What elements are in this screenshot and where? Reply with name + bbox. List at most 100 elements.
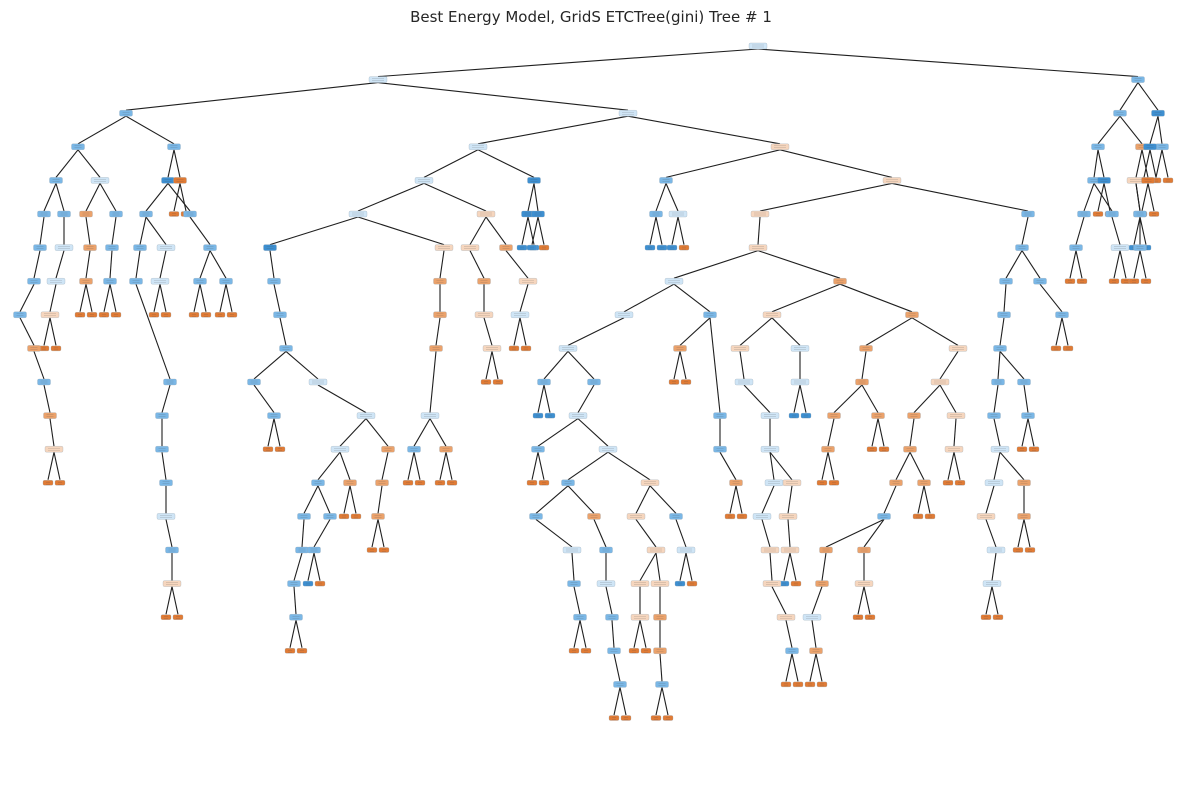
- tree-node: [561, 479, 575, 486]
- tree-node: [1151, 110, 1165, 117]
- tree-edge: [413, 418, 431, 447]
- tree-edge: [1161, 149, 1169, 178]
- tree-edge: [771, 283, 841, 313]
- tree-leaf: [516, 244, 528, 251]
- tree-leaf: [640, 648, 652, 654]
- tree-node: [129, 278, 143, 285]
- tree-node: [531, 446, 545, 453]
- tree-node: [857, 546, 871, 554]
- tree-edge: [613, 687, 621, 716]
- tree-node: [752, 513, 772, 520]
- tree-edge: [413, 452, 421, 480]
- tree-leaf: [302, 580, 314, 587]
- tree-node: [263, 244, 277, 251]
- tree-edge: [273, 418, 281, 447]
- tree-edge: [55, 250, 65, 279]
- tree-edge: [537, 418, 579, 447]
- tree-edge: [1069, 250, 1077, 279]
- tree-edge: [909, 418, 915, 447]
- tree-edge: [47, 452, 55, 480]
- tree-edge: [535, 485, 569, 514]
- tree-node: [529, 513, 543, 520]
- tree-edge: [811, 586, 823, 615]
- tree-leaves: [38, 177, 1174, 721]
- tree-node: [778, 513, 798, 520]
- tree-node: [790, 378, 810, 386]
- tree-node: [669, 513, 683, 520]
- tree-leaf: [284, 648, 296, 654]
- tree-edge: [293, 586, 297, 615]
- tree-edge: [785, 620, 793, 648]
- tree-node: [308, 378, 328, 386]
- tree-leaf: [544, 412, 556, 419]
- tree-edge: [913, 384, 941, 413]
- tree-edge: [709, 317, 721, 413]
- tree-node: [748, 244, 768, 251]
- tree-edge: [253, 350, 287, 380]
- tree-edge: [77, 149, 101, 178]
- tree-leaf: [74, 312, 86, 318]
- tree-node: [1021, 210, 1035, 218]
- tree-edge: [1111, 216, 1121, 245]
- tree-edge: [655, 183, 667, 212]
- tree-node: [420, 412, 440, 419]
- tree-node: [770, 143, 790, 150]
- tree-leaf: [538, 480, 550, 486]
- tree-edge: [939, 384, 957, 413]
- tree-node: [780, 546, 800, 554]
- tree-edge: [43, 317, 51, 346]
- tree-edge: [911, 317, 959, 346]
- tree-node: [37, 210, 51, 218]
- tree-node: [655, 681, 669, 688]
- tree-edge: [543, 384, 551, 413]
- tree-node: [356, 412, 376, 419]
- tree-edge: [193, 284, 201, 312]
- tree-edge: [639, 620, 647, 648]
- tree-node: [982, 580, 1002, 587]
- tree-node: [537, 378, 551, 386]
- tree-node: [1131, 76, 1145, 83]
- tree-node: [854, 580, 874, 587]
- tree-edge: [1113, 250, 1121, 279]
- tree-edge: [253, 384, 275, 413]
- tree-edge: [891, 182, 1029, 212]
- tree-node: [903, 446, 917, 453]
- tree-edge: [605, 586, 613, 615]
- tree-edge: [1005, 250, 1023, 279]
- tree-node: [1055, 311, 1069, 318]
- tree-node: [1105, 210, 1119, 218]
- tree-edge: [377, 48, 759, 78]
- tree-edge: [993, 384, 999, 413]
- tree-edge: [173, 149, 181, 178]
- tree-leaf: [1140, 278, 1152, 284]
- tree-edge: [611, 620, 615, 648]
- tree-edge: [1137, 82, 1159, 111]
- tree-node: [1033, 278, 1047, 285]
- tree-edge: [627, 115, 781, 145]
- tree-edge: [317, 485, 331, 514]
- tree-edge: [533, 183, 539, 212]
- tree-edge: [485, 351, 493, 380]
- tree-edge: [477, 115, 629, 145]
- tree-node: [267, 278, 281, 285]
- tree-edge: [209, 250, 227, 279]
- tree-edge: [317, 451, 341, 481]
- tree-edge: [573, 620, 581, 648]
- tree-edge: [1133, 216, 1141, 245]
- tree-edge: [1141, 149, 1149, 178]
- tree-leaf: [980, 614, 992, 620]
- tree-edge: [1141, 183, 1149, 212]
- tree-edge: [787, 519, 791, 548]
- tree-node: [133, 244, 147, 251]
- tree-edge: [189, 216, 211, 245]
- tree-edge: [649, 216, 657, 245]
- tree-edge: [371, 519, 379, 548]
- tree-leaf: [1092, 211, 1104, 217]
- tree-edge: [407, 452, 415, 480]
- tree-node: [907, 412, 921, 419]
- tree-node: [750, 210, 770, 218]
- tree-edge: [953, 452, 961, 480]
- tree-edge: [771, 586, 787, 615]
- tree-node: [930, 378, 950, 386]
- tree-edge: [999, 317, 1005, 346]
